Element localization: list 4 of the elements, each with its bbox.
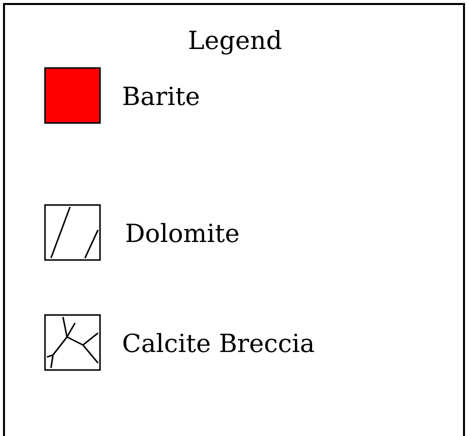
legend-label: Dolomite [125, 221, 240, 246]
legend-title: Legend [186, 28, 284, 53]
legend-label: Calcite Breccia [122, 331, 315, 356]
legend-label: Barite [122, 84, 200, 109]
